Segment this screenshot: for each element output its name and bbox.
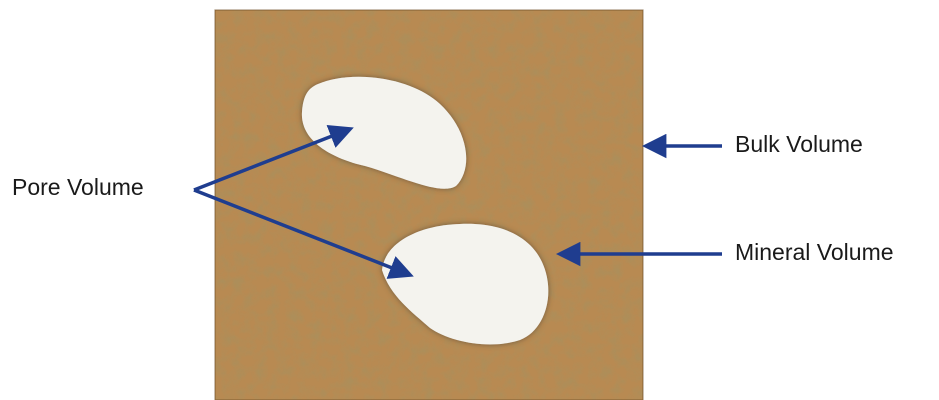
label-pore-volume: Pore Volume [12, 174, 144, 200]
rock-sample [215, 10, 643, 400]
rock-sample-texture [215, 10, 643, 400]
label-bulk-volume: Bulk Volume [735, 131, 863, 157]
label-mineral-volume: Mineral Volume [735, 239, 894, 265]
